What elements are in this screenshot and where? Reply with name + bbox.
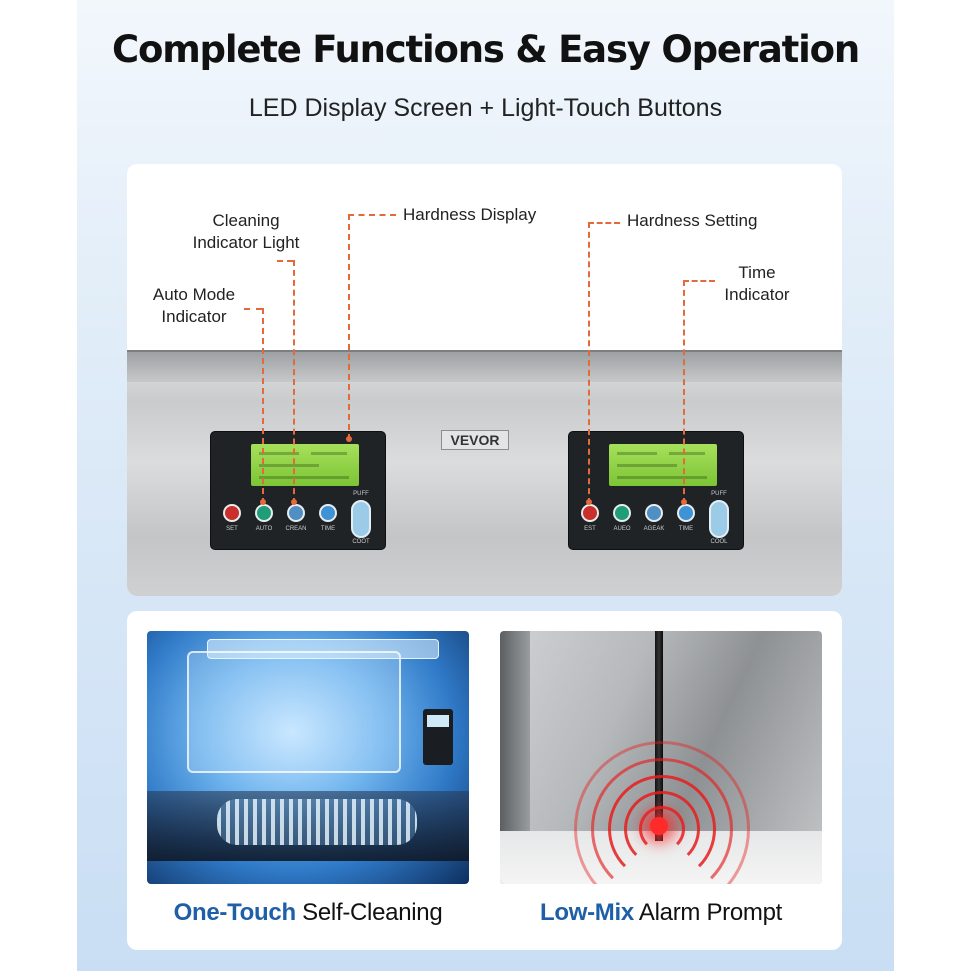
time-indicator-leader-h: [683, 280, 715, 282]
hardness-display-callout: Hardness Display: [403, 205, 537, 224]
clean-button-label: CREAN: [285, 526, 307, 532]
alarm-prompt-photo: [500, 631, 822, 884]
hardness-setting-leader-h: [588, 222, 620, 224]
auto-mode-leader-v: [262, 308, 264, 504]
clean-button[interactable]: [287, 504, 305, 522]
brand-plate: VEVOR: [441, 430, 509, 450]
subheadline: LED Display Screen + Light-Touch Buttons: [248, 94, 723, 122]
alarm-sensor-icon: [650, 817, 668, 835]
aueo-button[interactable]: [613, 504, 631, 522]
set-button-label: SET: [226, 526, 238, 532]
level-probe: [655, 631, 663, 841]
steel-front-panel: VEVOR SET AUTO CREAN TIME PUFF: [127, 350, 842, 596]
cool-label: COOL: [710, 539, 728, 545]
self-cleaning-photo: [147, 631, 469, 884]
time-indicator-callout: Time Indicator: [724, 263, 790, 304]
puff-cool-button[interactable]: [351, 500, 371, 538]
steel-top-lip: [127, 352, 842, 382]
left-control-module: SET AUTO CREAN TIME PUFF COOT: [210, 431, 386, 550]
hardness-display-leader-v: [348, 214, 350, 440]
right-puff-label: PUFF: [711, 491, 727, 497]
feature-card: One-Touch Self-Cleaning Low-Mix Alarm Pr…: [127, 611, 842, 950]
ageak-button[interactable]: [645, 504, 663, 522]
left-lcd-display: [251, 444, 359, 486]
auto-mode-leader-h: [244, 308, 262, 310]
aueo-button-label: AUEO: [613, 526, 631, 532]
right-puff-cool-button[interactable]: [709, 500, 729, 538]
hardness-display-leader-h: [348, 214, 396, 216]
headline: Complete Functions & Easy Operation: [112, 28, 860, 71]
product-poster: Complete Functions & Easy Operation LED …: [77, 0, 894, 971]
ageak-button-label: AGEAK: [643, 526, 665, 532]
signal-ring-5: [574, 741, 750, 884]
cleaning-tank: [187, 651, 401, 773]
time-indicator-dot: [681, 499, 687, 505]
cleaning-leader-v: [293, 260, 295, 504]
puff-label: PUFF: [353, 491, 369, 497]
right-time-button[interactable]: [677, 504, 695, 522]
coot-label: COOT: [352, 539, 370, 545]
cleaning-dot: [291, 499, 297, 505]
cleaning-leader-h: [277, 260, 293, 262]
control-panel-card: VEVOR SET AUTO CREAN TIME PUFF: [127, 164, 842, 596]
est-button[interactable]: [581, 504, 599, 522]
auger-spiral: [217, 799, 417, 845]
right-time-button-label: TIME: [678, 526, 694, 532]
hardness-setting-leader-v: [588, 222, 590, 504]
alarm-caption: Low-Mix Alarm Prompt: [539, 899, 783, 926]
hardness-display-dot: [346, 436, 352, 442]
time-button[interactable]: [319, 504, 337, 522]
right-lcd-display: [609, 444, 717, 486]
mini-control-panel: [423, 709, 453, 765]
tank-lid: [207, 639, 439, 659]
hardness-setting-callout: Hardness Setting: [627, 211, 758, 230]
self-cleaning-caption: One-Touch Self-Cleaning: [173, 899, 443, 926]
set-button[interactable]: [223, 504, 241, 522]
est-button-label: EST: [584, 526, 596, 532]
auto-mode-callout: Auto Mode Indicator: [152, 285, 236, 326]
auto-button-label: AUTO: [255, 526, 273, 532]
auto-mode-dot: [260, 499, 266, 505]
time-indicator-leader-v: [683, 280, 685, 504]
auto-button[interactable]: [255, 504, 273, 522]
cleaning-callout: Cleaning Indicator Light: [192, 211, 300, 252]
hardness-setting-dot: [586, 499, 592, 505]
right-control-module: EST AUEO AGEAK TIME PUFF COOL: [568, 431, 744, 550]
time-button-label: TIME: [320, 526, 336, 532]
